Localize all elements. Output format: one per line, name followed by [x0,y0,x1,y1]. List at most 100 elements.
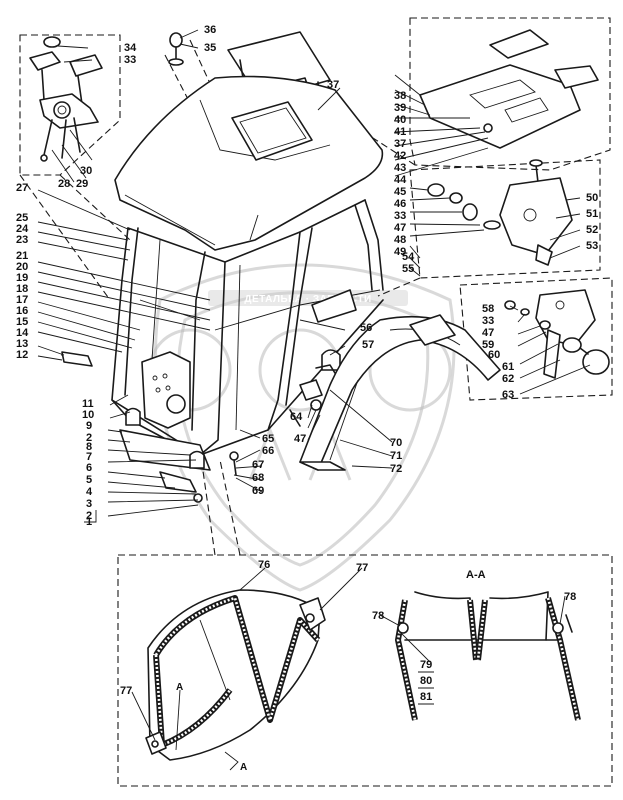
callout-label: 61 [502,361,514,373]
callout-label: 8 [86,441,92,453]
callout-label: 55 [402,263,414,275]
callout-label: 58 [482,303,494,315]
callout-label: 5 [86,474,92,486]
callout-label: 16 [16,305,28,317]
cab-mounts [61,349,341,503]
callout-label: 54 [402,251,415,263]
callout-label: 50 [586,192,598,204]
callout-label: 37 [394,138,406,150]
callout-label: 2 [86,432,92,444]
callout-label: 52 [586,224,598,236]
callout-label: 23 [16,234,28,246]
callout-label: 36 [204,24,216,36]
callout-label: 34 [124,42,137,54]
callout-label: 47 [294,433,306,445]
callout-label: 21 [16,250,28,262]
callout-label: 80 [420,675,432,687]
callout-label: 48 [394,234,406,246]
callout-label: 29 [76,178,88,190]
callout-label: 53 [586,240,598,252]
callout-label: 68 [252,472,264,484]
callout-label: 69 [252,485,264,497]
callout-label: 30 [80,165,92,177]
callout-label: 71 [390,450,402,462]
callout-label: 12 [16,349,28,361]
seal-detail-view [145,589,326,771]
callout-label: 79 [420,659,432,671]
callout-label: 35 [204,42,216,54]
callout-label: 45 [394,186,406,198]
roof-bracket [419,29,599,149]
callout-label: 11 [82,398,94,410]
callout-label: 18 [16,283,28,295]
callout-label: 3 [86,498,92,510]
callout-label: 76 [258,559,270,571]
callout-label: 37 [327,79,339,91]
callout-label: 38 [394,90,406,102]
callout-label: 60 [488,349,500,361]
callout-label: 46 [394,198,406,210]
callout-label: 15 [16,316,28,328]
callout-label: 7 [86,451,92,463]
callout-label: 42 [394,150,406,162]
door-handle-assembly [504,289,610,379]
callout-label: 39 [394,102,406,114]
callout-label: 63 [502,389,514,401]
callout-box-1 [84,510,97,523]
fender [299,314,501,471]
callout-label: 78 [372,610,384,622]
callout-label: 43 [394,162,406,174]
callout-labels: 1 2 2 3 4 5 6 7 8 9 10 11 12 13 14 15 16… [16,24,598,703]
callout-label: 9 [86,420,92,432]
callout-label: 28 [58,178,70,190]
callout-underlines [418,671,434,705]
callout-label: 81 [420,691,432,703]
callout-label: 56 [360,322,372,334]
callout-label: 65 [262,433,274,445]
callout-label: 64 [290,411,303,423]
callout-label: 41 [394,126,406,138]
cab-body [111,75,384,461]
callout-label: 51 [586,208,598,220]
callout-label: 2 [86,510,92,522]
callout-label: 40 [394,114,406,126]
callout-label: 47 [482,327,494,339]
callout-label: 77 [356,562,368,574]
section-a-a [395,591,581,721]
callout-label: 13 [16,338,28,350]
callout-label: 49 [394,246,406,258]
callout-label: 33 [394,210,406,222]
callout-label: 19 [16,272,28,284]
callout-label: 44 [394,174,407,186]
cut-mark-label: A [240,762,247,773]
callout-label: 20 [16,261,28,273]
callout-label: 33 [482,315,494,327]
callout-label: 59 [482,339,494,351]
cut-mark-label: A [176,682,183,693]
callout-label: 66 [262,445,274,457]
callout-label: 14 [16,327,29,339]
callout-label: 47 [394,222,406,234]
callout-label: 78 [564,591,576,603]
watermark-text: ДЕТАЛЬКА · ЗАПЧАСТИ [244,294,371,305]
callout-label: 77 [120,685,132,697]
callout-label: 4 [86,486,93,498]
callout-label: 62 [502,373,514,385]
callout-label: 27 [16,182,28,194]
callout-label: 10 [82,409,94,421]
callout-label: 6 [86,462,92,474]
callout-label: 67 [252,459,264,471]
callout-label: 25 [16,212,28,224]
hinge-assembly [29,36,103,162]
callout-label: 57 [362,339,374,351]
callout-label: 17 [16,294,28,306]
callout-label: 70 [390,437,402,449]
door-lock-assembly [427,159,573,266]
section-title: A-A [466,569,486,581]
leader-lines [37,29,591,741]
callout-label: 72 [390,463,402,475]
callout-label: 24 [16,223,29,235]
callout-label: 33 [124,54,136,66]
